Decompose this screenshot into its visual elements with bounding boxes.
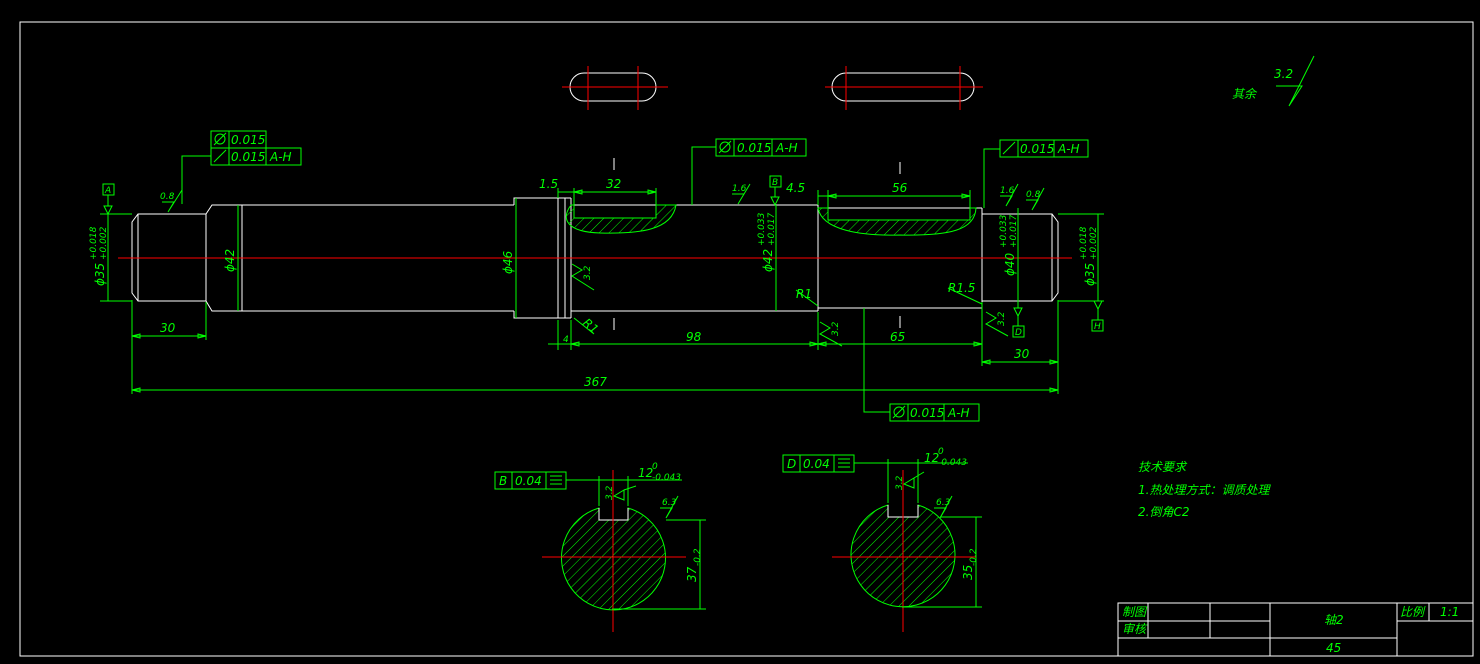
shaft-outline xyxy=(118,158,1072,330)
fcf-top-left-value-2: 0.015 xyxy=(231,150,265,164)
dim-dia-42-fit: ϕ42 xyxy=(761,249,775,272)
fcf-bottom: 0.015 A-H xyxy=(863,308,980,422)
roughness-0-8-right: 0.8 xyxy=(1026,190,1041,200)
dim-1-5: 1.5 xyxy=(539,177,558,191)
dim-4-5: 4.5 xyxy=(786,181,805,195)
dim-4: 4 xyxy=(563,335,569,345)
radius-r1-5: R1.5 xyxy=(948,281,975,295)
dim-dia-40-tol-dn: +0.017 xyxy=(1009,214,1019,248)
title-block-scale-label: 比例 xyxy=(1400,605,1426,619)
dimension-lines xyxy=(100,188,1104,394)
drawing-border xyxy=(19,21,1474,657)
dim-dia-40: ϕ40 xyxy=(1003,252,1017,276)
fcf-top-left: 0.015 0.015 A-H xyxy=(181,130,302,204)
title-block: 制图 审核 轴2 比例 1:1 45 xyxy=(1117,602,1474,657)
dim-30-left: 30 xyxy=(160,321,176,335)
requirements-title: 技术要求 xyxy=(1138,460,1188,474)
dim-dia-35-left: ϕ35 xyxy=(93,263,107,286)
fcf-middle-ref: A-H xyxy=(775,141,798,155)
fcf-middle: 0.015 A-H xyxy=(691,138,807,205)
sec2-tol-value: 0.04 xyxy=(803,457,830,471)
sec1-depth-tol: -0.2 xyxy=(693,548,703,566)
dim-dia-42: ϕ42 xyxy=(223,249,237,272)
sec1-key-tol-up: 0 xyxy=(652,462,658,472)
sec2-roughness-3-2: 3.2 xyxy=(895,475,905,490)
sec1-key-width: 12 xyxy=(638,466,653,480)
sec1-roughness-3-2: 3.2 xyxy=(605,485,615,500)
sec2-roughness-6-3: 6.3 xyxy=(936,498,951,508)
dim-dia-35-right: ϕ35 xyxy=(1083,263,1097,286)
requirements-item-1: 1.热处理方式：调质处理 xyxy=(1138,483,1271,497)
roughness-3-2-b: 3.2 xyxy=(831,321,841,336)
dim-dia-35-left-dn: +0.002 xyxy=(99,226,109,260)
sec1-tol-value: 0.04 xyxy=(515,474,542,488)
roughness-symbols: 0.8 1.6 1.6 0.8 3.2 3.2 3.2 xyxy=(160,183,1045,347)
dim-dia-42-tol-dn: +0.017 xyxy=(767,212,777,246)
roughness-3-2-a: 3.2 xyxy=(583,265,593,280)
roughness-1-6-mid: 1.6 xyxy=(732,184,747,194)
datum-symbols: A B D H xyxy=(102,175,1104,338)
title-block-part-name: 轴2 xyxy=(1324,613,1344,627)
datum-b: B xyxy=(772,178,778,188)
section-view-2: D 0.04 12 0 -0.043 3.2 6.3 35 -0.2 xyxy=(782,447,982,632)
dim-dia-35-left-up: +0.018 xyxy=(89,226,99,260)
dim-32: 32 xyxy=(606,177,621,191)
fcf-right: 0.015 A-H xyxy=(983,139,1089,208)
sec1-roughness-6-3: 6.3 xyxy=(662,498,677,508)
technical-requirements: 技术要求 1.热处理方式：调质处理 2.倒角C2 xyxy=(1138,460,1271,519)
sec2-key-tol-dn: -0.043 xyxy=(938,458,967,468)
roughness-note: 其余 3.2 xyxy=(1232,55,1315,107)
sec1-datum: B xyxy=(499,474,507,488)
dim-dia-42-tol-up: +0.033 xyxy=(757,212,767,246)
datum-h: H xyxy=(1094,322,1101,332)
sec2-key-tol-up: 0 xyxy=(938,447,944,457)
fcf-bottom-ref: A-H xyxy=(947,406,970,420)
title-block-checked: 审核 xyxy=(1122,622,1148,636)
dim-30-right: 30 xyxy=(1014,347,1030,361)
dim-dia-35-right-up: +0.018 xyxy=(1079,226,1089,260)
requirements-item-2: 2.倒角C2 xyxy=(1138,505,1189,519)
fcf-top-left-value-1: 0.015 xyxy=(231,133,265,147)
fcf-right-value: 0.015 xyxy=(1020,142,1054,156)
fcf-bottom-value: 0.015 xyxy=(910,406,944,420)
dim-367: 367 xyxy=(584,375,607,389)
sec2-depth: 35 xyxy=(961,565,975,580)
fcf-top-left-ref: A-H xyxy=(269,150,292,164)
roughness-note-value: 3.2 xyxy=(1274,67,1293,81)
keyway-view-left xyxy=(562,66,668,110)
fcf-middle-value: 0.015 xyxy=(737,141,771,155)
datum-a: A xyxy=(104,186,111,196)
sec1-key-tol-dn: -0.043 xyxy=(652,473,681,483)
title-block-scale-value: 1:1 xyxy=(1440,605,1459,619)
roughness-3-2-c: 3.2 xyxy=(997,311,1007,326)
roughness-1-6-right: 1.6 xyxy=(1000,186,1015,196)
dim-98: 98 xyxy=(686,330,702,344)
datum-d: D xyxy=(1015,328,1022,338)
dim-56: 56 xyxy=(892,181,908,195)
section-view-1: B 0.04 12 0 -0.043 3.2 6.3 37 -0.2 xyxy=(494,462,706,632)
radius-r1-a: R1 xyxy=(796,287,812,301)
sec2-key-width: 12 xyxy=(924,451,939,465)
roughness-note-prefix: 其余 xyxy=(1232,87,1258,101)
radius-r1-b: R1 xyxy=(580,316,601,337)
fcf-right-ref: A-H xyxy=(1057,142,1080,156)
dim-dia-35-right-dn: +0.002 xyxy=(1089,226,1099,260)
keyway-view-right xyxy=(825,66,983,110)
roughness-0-8-left: 0.8 xyxy=(160,192,175,202)
title-block-drawn: 制图 xyxy=(1122,605,1148,619)
title-block-material: 45 xyxy=(1326,641,1341,655)
dim-65: 65 xyxy=(890,330,905,344)
sec2-datum: D xyxy=(787,457,796,471)
dim-dia-46: ϕ46 xyxy=(501,250,515,274)
dim-dia-40-tol-up: +0.033 xyxy=(999,214,1009,248)
sec2-depth-tol: -0.2 xyxy=(969,548,979,566)
sec1-depth: 37 xyxy=(685,566,699,582)
